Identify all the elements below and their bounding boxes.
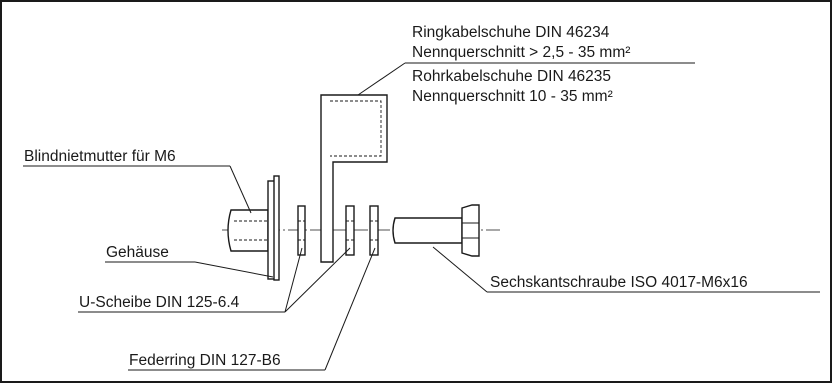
- spring-washer-part: [369, 205, 379, 256]
- label-blind-rivet-nut: Blindnietmutter für M6: [24, 148, 176, 165]
- label-tube-cable-lug: Rohrkabelschuhe DIN 46235: [412, 68, 611, 85]
- label-housing: Gehäuse: [106, 244, 169, 261]
- label-washer: U-Scheibe DIN 125-6.4: [79, 294, 240, 311]
- label-tube-cable-lug-section: Nennquerschnitt 10 - 35 mm²: [412, 88, 613, 105]
- label-ring-cable-lug: Ringkabelschuhe DIN 46234: [412, 24, 610, 41]
- blind-rivet-nut-part: [227, 180, 277, 280]
- leader-lines: [23, 62, 820, 371]
- washer-part-1: [297, 205, 306, 256]
- label-spring-washer: Federring DIN 127-B6: [129, 352, 281, 369]
- housing-part: [273, 175, 280, 281]
- label-hex-bolt: Sechskantschraube ISO 4017-M6x16: [490, 274, 748, 291]
- washer-part-2: [345, 205, 355, 256]
- hex-bolt-part: [392, 204, 480, 257]
- cable-lug-part: [320, 94, 388, 263]
- label-ring-cable-lug-section: Nennquerschnitt > 2,5 - 35 mm²: [412, 44, 630, 61]
